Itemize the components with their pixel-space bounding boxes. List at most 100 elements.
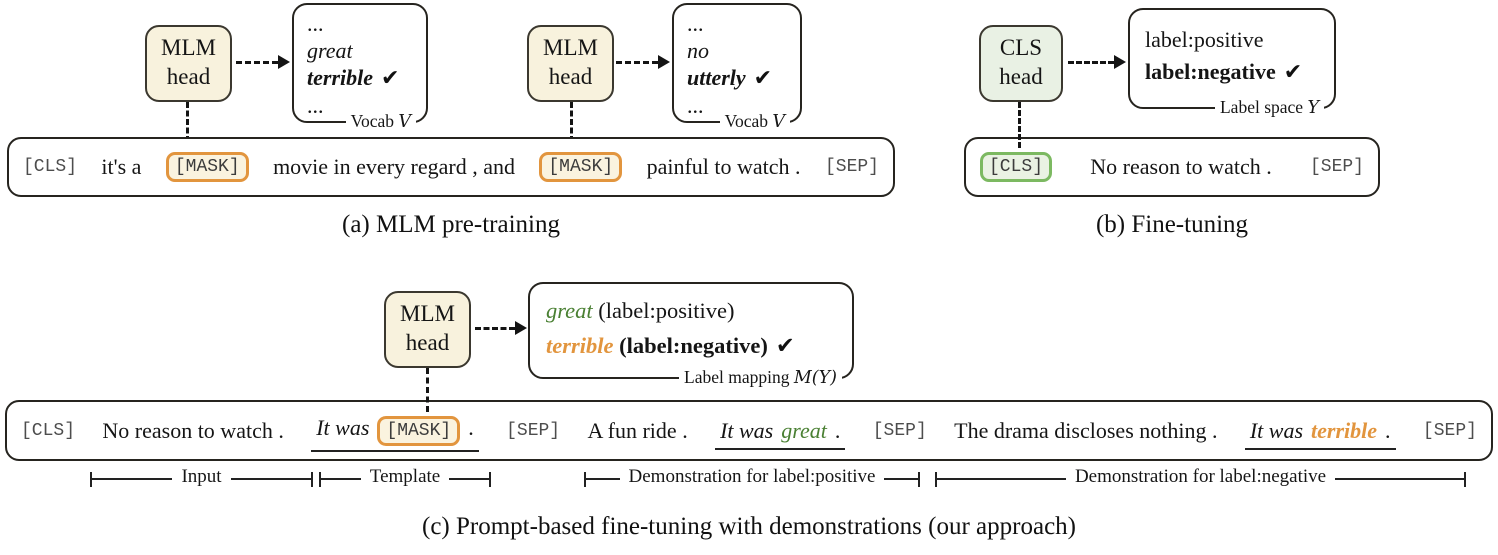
mapping-label-negative: (label:negative) — [619, 333, 768, 358]
vocab-symbol: V — [772, 112, 785, 132]
bracket-demo-positive: Demonstration for label:positive — [584, 466, 921, 489]
mlm-head-label-line2: head — [405, 329, 450, 355]
demo-negative-word: terrible — [1311, 417, 1378, 443]
cls-token: [CLS] — [23, 157, 78, 177]
demo-negative-prefix: It was — [1249, 417, 1304, 443]
sentence-text: movie in every regard , and — [273, 154, 515, 179]
label-positive: label:positive — [1145, 27, 1264, 52]
mapping-label-positive: (label:positive) — [598, 298, 735, 323]
mapping-word-great: great — [546, 298, 593, 323]
demo-negative-underlined: It was terrible . — [1244, 417, 1396, 450]
mlm-head-box-c: MLM head — [384, 291, 471, 368]
check-icon: ✔ — [1283, 60, 1303, 85]
bracket-demo-negative: Demonstration for label:negative — [935, 466, 1467, 489]
bracket-tick — [311, 471, 314, 487]
mapping-word-terrible: terrible — [546, 333, 614, 358]
mlm-head-label-line2: head — [548, 63, 593, 89]
arrowhead-icon — [1114, 55, 1126, 69]
check-icon: ✔ — [753, 66, 773, 91]
label-space-tag: Label space Y — [1214, 97, 1324, 118]
cls-token-highlighted: [CLS] — [980, 152, 1053, 182]
sep-token: [SEP] — [824, 157, 879, 177]
sep-token: [SEP] — [1422, 420, 1477, 441]
bracket-tick — [584, 471, 586, 487]
demo-positive-period: . — [834, 417, 841, 443]
label-mapping-box: great (label:positive) terrible (label:n… — [528, 282, 854, 388]
vocab-tag: Vocab V — [719, 111, 790, 132]
demo-positive-text: A fun ride . — [587, 417, 688, 443]
ellipsis: ... — [687, 93, 704, 118]
bracket-tick — [935, 471, 937, 487]
demo-negative-text: The drama discloses nothing . — [954, 417, 1218, 443]
sentence-text: painful to watch . — [646, 154, 801, 179]
caption-a: (a) MLM pre-training — [342, 211, 560, 238]
cls-token: [CLS] — [21, 420, 76, 441]
bracket-tick — [90, 471, 92, 487]
vocab-word-no: no — [687, 38, 709, 63]
dashed-arrow — [616, 61, 658, 64]
bracket-line — [92, 478, 173, 480]
label-space-symbol: Y — [1307, 98, 1319, 118]
bracket-label-input: Input — [181, 466, 222, 487]
dashed-connector — [570, 102, 573, 142]
vocab-word-utterly: utterly — [687, 65, 746, 90]
mask-token: [MASK] — [377, 416, 461, 446]
dashed-arrow — [236, 61, 278, 64]
ellipsis: ... — [687, 11, 704, 36]
mlm-head-label-line1: MLM — [161, 35, 216, 60]
caption-b: (b) Fine-tuning — [1095, 211, 1249, 238]
vocab-box-1: ... great terrible✔ ... Vocab V — [292, 3, 428, 132]
sentence-box-a: [CLS] it's a [MASK] movie in every regar… — [7, 137, 895, 197]
template-period: . — [468, 415, 474, 440]
check-icon: ✔ — [775, 333, 795, 359]
bracket-label-demo-negative: Demonstration for label:negative — [1074, 466, 1327, 487]
template-prefix: It was — [316, 415, 370, 440]
vocab-word-great: great — [307, 38, 353, 63]
label-space-box: label:positive label:negative ✔ Label spa… — [1128, 8, 1336, 118]
sep-token: [SEP] — [872, 420, 927, 441]
bracket-input: Input — [90, 466, 314, 489]
demo-positive-prefix: It was — [720, 417, 774, 443]
sentence-box-b: [CLS] No reason to watch . [SEP] — [964, 137, 1380, 197]
dashed-connector — [186, 102, 189, 142]
mlm-head-box-2: MLM head — [527, 25, 614, 102]
bracket-tick — [918, 471, 921, 487]
mlm-head-label-line1: MLM — [400, 301, 455, 326]
bracket-label-template: Template — [369, 466, 441, 487]
label-mapping-symbol: M(Y) — [793, 368, 837, 388]
demo-negative-period: . — [1385, 417, 1391, 443]
sentence-text: it's a — [101, 154, 142, 179]
sep-token: [SEP] — [506, 420, 561, 441]
cls-head-label-line1: CLS — [999, 35, 1043, 60]
check-icon: ✔ — [381, 66, 400, 91]
dashed-arrow — [1068, 61, 1114, 64]
ellipsis: ... — [307, 11, 324, 36]
caption-c: (c) Prompt-based fine-tuning with demons… — [422, 513, 1076, 540]
label-negative: label:negative — [1145, 59, 1276, 84]
ellipsis: ... — [307, 93, 324, 118]
vocab-tag: Vocab V — [345, 111, 416, 132]
bracket-line — [230, 478, 312, 480]
arrowhead-icon — [515, 321, 527, 335]
mlm-head-box-1: MLM head — [145, 25, 232, 102]
template-underlined: It was [MASK] . — [311, 415, 479, 452]
dashed-connector — [426, 368, 429, 412]
bracket-tick — [489, 471, 492, 487]
cls-head-box: CLS head — [979, 25, 1063, 102]
bracket-line — [321, 478, 361, 480]
bracket-tick — [319, 471, 321, 487]
bracket-line — [937, 478, 1066, 480]
dashed-connector — [1018, 102, 1021, 148]
dashed-arrow — [475, 327, 515, 330]
sep-token: [SEP] — [1309, 157, 1364, 177]
mask-token: [MASK] — [539, 152, 623, 182]
bracket-line — [449, 478, 490, 480]
sentence-text: No reason to watch . — [1090, 154, 1272, 179]
input-text: No reason to watch . — [102, 417, 284, 443]
bracket-template: Template — [319, 466, 492, 489]
demo-positive-word: great — [781, 417, 827, 443]
vocab-symbol: V — [398, 112, 411, 132]
bracket-line — [1335, 478, 1465, 480]
label-mapping-tag: Label mapping M(Y) — [679, 367, 842, 388]
